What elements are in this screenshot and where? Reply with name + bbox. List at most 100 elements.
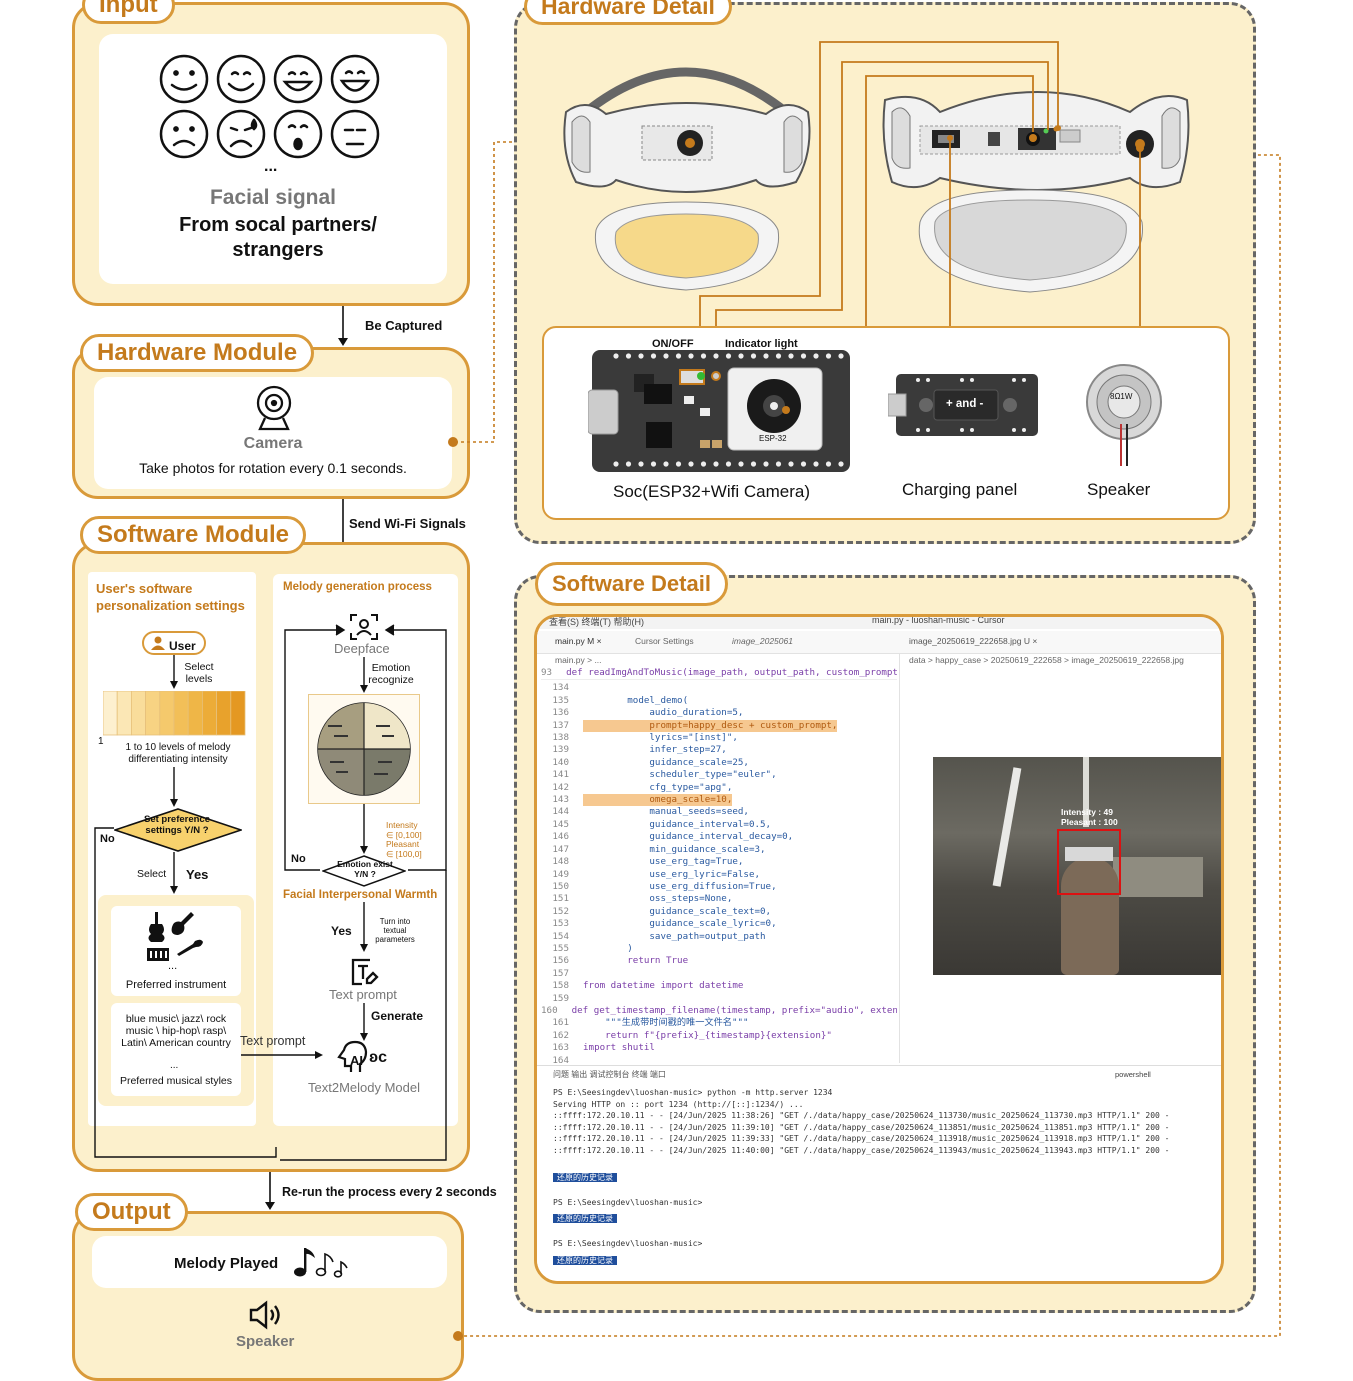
board-pin <box>700 353 707 359</box>
code-line: 162 return f"{prefix}_{timestamp}{extens… <box>541 1030 897 1042</box>
line-number: 146 <box>552 831 569 843</box>
board-pin <box>700 461 707 467</box>
board-pin <box>725 353 732 359</box>
line-number: 158 <box>552 980 569 992</box>
line-number: 149 <box>552 868 569 880</box>
code-text: guidance_scale=25, <box>583 756 749 768</box>
line-number: 160 <box>541 1004 558 1016</box>
headband-device-left <box>563 67 811 291</box>
board-pin <box>800 461 807 467</box>
line-number: 140 <box>552 756 569 768</box>
speaker-part-label: Speaker <box>1087 480 1151 499</box>
tab-image-full[interactable]: image_20250619_222658.jpg U × <box>909 636 1038 646</box>
code-text: """生成带时间戳的唯一文件名""" <box>583 1017 749 1029</box>
select-label: Select <box>137 868 167 880</box>
board-pin <box>813 353 819 359</box>
code-line: 139 infer_step=27, <box>541 744 897 756</box>
board-pin <box>688 353 694 359</box>
code-text: min_guidance_scale=3, <box>583 843 766 855</box>
speaker-label: Speaker <box>236 1333 295 1350</box>
code-line: 148 use_erg_tag=True, <box>541 856 897 868</box>
code-text: import shutil <box>583 1042 655 1054</box>
line-number: 141 <box>552 769 569 781</box>
code-line: 151 oss_steps=None, <box>541 893 897 905</box>
board-pin <box>750 353 757 359</box>
melody-label: Melody Played <box>174 1255 279 1272</box>
breadcrumb-left[interactable]: main.py > ... <box>555 655 602 665</box>
code-line: 134 <box>541 682 897 694</box>
board-pin <box>638 461 644 467</box>
code-editor[interactable]: 93 def readImgAndToMusic(image_path, outp… <box>541 667 897 1067</box>
user-icon <box>151 636 165 650</box>
board-pin <box>813 461 819 467</box>
rerun-label: Re-run the process every 2 seconds <box>282 1185 497 1199</box>
restore-badge-3: 还原的历史记录 <box>553 1255 617 1265</box>
board-pin <box>663 461 669 467</box>
emotion-recognize: Emotion recognize <box>368 662 414 687</box>
line-number: 155 <box>552 942 569 954</box>
board-pin <box>688 461 694 467</box>
code-text: ) <box>583 942 633 954</box>
camera-desc: Take photos for rotation every 0.1 secon… <box>139 460 407 476</box>
music-notes-icon <box>294 1248 348 1278</box>
board-pin <box>625 353 632 359</box>
ide-menu[interactable]: 查看(S) 终端(T) 帮助(H) <box>549 617 644 627</box>
line-number: 139 <box>552 744 569 756</box>
terminal-line: ::ffff:172.20.10.11 - - [24/Jun/2025 11:… <box>553 1122 1170 1132</box>
code-text: cfg_type="apg", <box>583 781 733 793</box>
terminal-output[interactable]: PS E:\Seesingdev\luoshan-music> python -… <box>553 1087 1213 1281</box>
line-number: 134 <box>552 682 569 694</box>
code-line: 156 return True <box>541 955 897 967</box>
text-prompt-label: Text prompt <box>329 987 397 1002</box>
code-line: 154 save_path=output_path <box>541 931 897 943</box>
text-prompt-arrow-label: Text prompt <box>240 1034 306 1048</box>
ide-window: 查看(S) 终端(T) 帮助(H) main.py - luoshan-musi… <box>534 614 1224 1284</box>
line-number: 157 <box>552 967 569 979</box>
tab-image-short[interactable]: image_2025061 <box>732 636 793 646</box>
melody-process-title: Melody generation process <box>283 581 432 593</box>
charging-label: Charging panel <box>902 480 1018 499</box>
board-pin <box>725 461 732 467</box>
board-pin <box>638 353 644 359</box>
arrow-pref-select <box>170 852 178 894</box>
line-number: 152 <box>552 905 569 917</box>
level-10 <box>230 691 246 736</box>
code-line: 145 guidance_interval=0.5, <box>541 819 897 831</box>
line-number: 145 <box>552 818 569 830</box>
tab-cursor-settings[interactable]: Cursor Settings <box>635 636 694 646</box>
line-number: 150 <box>552 880 569 892</box>
no-label-right: No <box>291 853 306 865</box>
code-line: 152 guidance_scale_text=0, <box>541 906 897 918</box>
emotion-wheel <box>317 702 411 796</box>
deepface-icon <box>350 614 378 640</box>
code-text: use_erg_lyric=False, <box>583 868 761 880</box>
terminal-tabs[interactable]: 问题 输出 调试控制台 终端 端口 <box>553 1070 666 1079</box>
level-1-label: 1 <box>98 736 104 747</box>
line-number: 164 <box>552 1054 569 1066</box>
board-pin <box>800 353 807 359</box>
board-pin <box>675 353 682 359</box>
breadcrumb-right[interactable]: data > happy_case > 20250619_222658 > im… <box>909 655 1184 665</box>
code-text: def readImgAndToMusic(image_path, output… <box>566 667 897 678</box>
terminal-shell[interactable]: powershell <box>1115 1070 1151 1079</box>
intensity-range: Intensity ∈ [0,100] <box>386 820 422 840</box>
board-pin <box>713 461 719 467</box>
yes-label-left: Yes <box>186 867 209 882</box>
code-line: 146 guidance_interval_decay=0, <box>541 831 897 843</box>
software-module-title: Software Module <box>80 516 307 554</box>
text-prompt-icon <box>351 958 379 986</box>
board-pin <box>713 353 719 359</box>
code-text: save_path=output_path <box>583 930 766 942</box>
line-number: 137 <box>552 719 569 731</box>
line-number: 154 <box>552 930 569 942</box>
svg-text:ʚc: ʚc <box>369 1049 387 1066</box>
line-number: 138 <box>552 732 569 744</box>
line-number: 93 <box>541 667 553 678</box>
charging-inner-label: + and - <box>946 398 984 410</box>
terminal-panel <box>537 1065 1221 1281</box>
deepface-label: Deepface <box>334 641 390 656</box>
user-pill <box>142 631 206 655</box>
tab-main-py[interactable]: main.py M × <box>555 636 602 646</box>
board-pin <box>775 353 782 359</box>
code-line: 135 model_demo( <box>541 695 897 707</box>
